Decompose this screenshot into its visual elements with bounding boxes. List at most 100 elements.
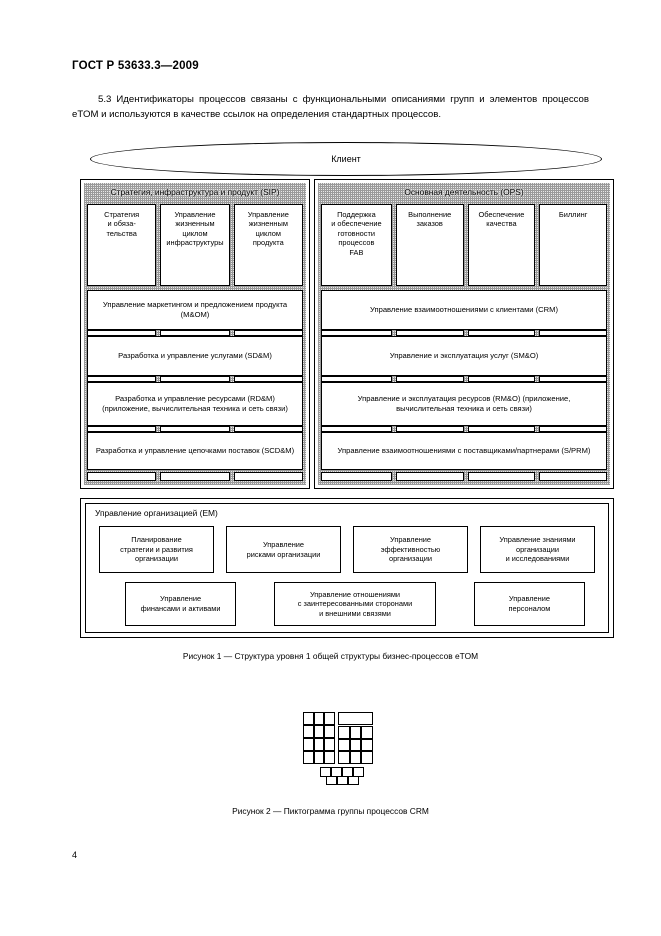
pictogram-cell xyxy=(303,751,314,764)
ops-stub-row xyxy=(321,376,607,382)
sip-stub xyxy=(233,330,303,336)
ops-stub xyxy=(467,330,536,336)
ops-stub-row xyxy=(321,426,607,432)
ops-stub-row xyxy=(321,330,607,336)
pictogram-bottom-row-2 xyxy=(326,776,359,785)
customer-label: Клиент xyxy=(331,154,361,164)
pictogram-cell xyxy=(338,712,373,725)
sip-panel-title: Стратегия, инфраструктура и продукт (SIP… xyxy=(110,187,280,197)
pictogram-cell xyxy=(338,726,350,739)
sip-band: Разработка и управление цепочками постав… xyxy=(87,432,303,470)
ops-band: Управление взаимоотношениями с клиентами… xyxy=(321,290,607,330)
sip-stub xyxy=(87,376,157,382)
pictogram-cell xyxy=(303,712,314,725)
sip-stub xyxy=(87,330,157,336)
pictogram-right-grid xyxy=(338,726,373,764)
pictogram-cell xyxy=(338,738,350,752)
standard-number-heading: ГОСТ Р 53633.3—2009 xyxy=(72,60,199,72)
pictogram-cell xyxy=(324,738,335,751)
pictogram-cell xyxy=(348,776,359,785)
ops-band: Управление взаимоотношениями с поставщик… xyxy=(321,432,607,470)
ops-stub xyxy=(321,330,392,336)
pictogram-cell xyxy=(313,725,325,738)
sip-stub xyxy=(87,472,157,481)
pictogram-cell xyxy=(361,751,373,764)
em-panel-title: Управление организацией (EM) xyxy=(95,508,218,518)
pictogram-cell xyxy=(320,767,331,777)
crm-pictogram xyxy=(303,712,373,785)
ops-stub xyxy=(395,376,464,382)
pictogram-cell xyxy=(349,726,362,739)
page-number: 4 xyxy=(72,850,78,860)
sip-stub xyxy=(233,376,303,382)
pictogram-cell xyxy=(313,738,325,751)
pictogram-cell xyxy=(361,738,373,752)
em-panel: Управление организацией (EM) Планировани… xyxy=(80,498,614,638)
sip-stub xyxy=(233,472,303,481)
ops-stub xyxy=(467,376,536,382)
ops-stub xyxy=(321,426,392,432)
ops-head-box: Биллинг xyxy=(539,204,608,286)
sip-stub xyxy=(160,426,230,432)
ops-stub xyxy=(539,472,607,481)
pictogram-cell xyxy=(338,751,350,764)
pictogram-cell xyxy=(324,725,335,738)
pictogram-cell xyxy=(361,726,373,739)
pictogram-cell xyxy=(349,738,362,752)
sip-stub xyxy=(160,472,230,481)
sip-stub-row xyxy=(87,426,303,432)
sip-stub-row xyxy=(87,330,303,336)
sip-stub xyxy=(160,330,230,336)
pictogram-cell xyxy=(303,738,314,751)
pictogram-cell xyxy=(324,712,335,725)
pictogram-cell xyxy=(337,776,348,785)
pictogram-cell xyxy=(313,712,325,725)
ops-stub xyxy=(395,330,464,336)
ops-stub xyxy=(467,426,536,432)
customer-ellipse: Клиент xyxy=(90,142,602,176)
pictogram-cell xyxy=(326,776,337,785)
sip-band: Разработка и управление ресурсами (RD&M)… xyxy=(87,382,303,426)
ops-stub xyxy=(467,472,536,481)
paragraph-text: 5.3 Идентификаторы процессов связаны с ф… xyxy=(72,94,589,120)
clause-5-3-paragraph: 5.3 Идентификаторы процессов связаны с ф… xyxy=(72,92,589,122)
ops-stub xyxy=(539,426,607,432)
ops-stub xyxy=(395,472,464,481)
pictogram-right-top-bar xyxy=(338,712,373,725)
sip-stub xyxy=(160,376,230,382)
pictogram-left-grid xyxy=(303,712,335,764)
ops-stub xyxy=(321,472,392,481)
sip-stub xyxy=(233,426,303,432)
ops-panel-title: Основная деятельность (OPS) xyxy=(404,187,524,197)
sip-stub-row xyxy=(87,472,303,481)
figure-1-caption: Рисунок 1 — Структура уровня 1 общей стр… xyxy=(182,651,479,661)
sip-panel: Стратегия, инфраструктура и продукт (SIP… xyxy=(80,179,310,489)
ops-stub xyxy=(539,330,607,336)
ops-stub xyxy=(321,376,392,382)
sip-band: Управление маркетингом и предложением пр… xyxy=(87,290,303,330)
pictogram-cell xyxy=(313,751,325,764)
ops-stub xyxy=(539,376,607,382)
sip-stub-row xyxy=(87,376,303,382)
pictogram-cell xyxy=(349,751,362,764)
ops-band: Управление и эксплуатация ресурсов (RM&O… xyxy=(321,382,607,426)
sip-stub xyxy=(87,426,157,432)
